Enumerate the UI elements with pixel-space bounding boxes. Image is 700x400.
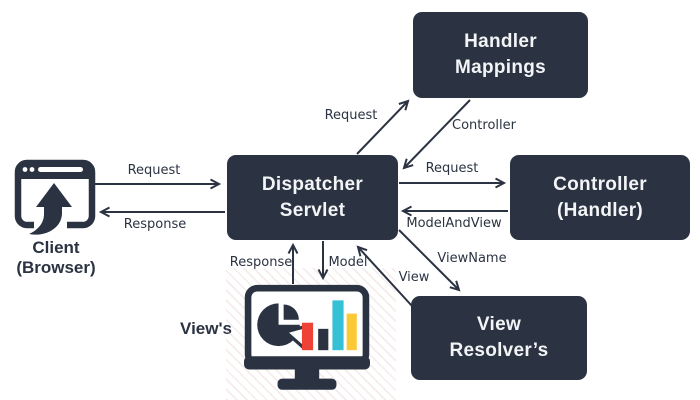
views-label: View's xyxy=(180,319,232,338)
edge-label-model: Model xyxy=(328,255,368,270)
arrow-view-resolver-to-dispatcher xyxy=(356,245,413,307)
arrow-dispatcher-to-handler-mappings xyxy=(356,99,410,155)
dispatcher-line2: Servlet xyxy=(279,199,346,221)
pie-chart-glyph xyxy=(257,298,310,349)
edge-label-controller-request: Request xyxy=(425,161,479,176)
client-label-line1: Client xyxy=(32,238,80,257)
view-resolver-line2: Resolver’s xyxy=(449,340,549,361)
handler-mappings-box: Handler Mappings xyxy=(413,12,588,98)
controller-handler-box: Controller (Handler) xyxy=(510,155,690,240)
arrow-handler-mappings-to-dispatcher xyxy=(402,99,471,170)
edge-label-client-response: Response xyxy=(123,217,187,232)
view-resolver-line1: View xyxy=(476,314,522,335)
edge-label-hm-request: Request xyxy=(324,108,378,123)
edge-label-modelandview: ModelAndView xyxy=(406,216,502,231)
edge-label-client-request: Request xyxy=(127,163,181,178)
handler-mappings-line2: Mappings xyxy=(454,57,547,78)
client-label-line2: (Browser) xyxy=(16,258,96,277)
edge-label-views-response: Response xyxy=(229,255,293,270)
dispatcher-servlet-box: Dispatcher Servlet xyxy=(227,155,398,240)
monitor-with-pie-and-bar-charts-icon xyxy=(244,284,370,390)
edge-label-view: View xyxy=(398,270,430,285)
controller-line1: Controller xyxy=(553,173,647,195)
edge-label-viewname: ViewName xyxy=(437,251,507,266)
dispatcher-line1: Dispatcher xyxy=(261,173,364,195)
arrow-dispatcher-to-view-resolver xyxy=(398,229,461,292)
view-resolver-box: View Resolver’s xyxy=(411,296,587,380)
bar-chart-glyph xyxy=(301,300,357,351)
edge-label-controller: Controller xyxy=(452,118,516,133)
handler-mappings-line1: Handler xyxy=(464,31,537,52)
controller-line2: (Handler) xyxy=(556,199,644,221)
client-label: Client (Browser) xyxy=(0,238,112,278)
browser-window-up-arrow-icon xyxy=(14,159,96,235)
